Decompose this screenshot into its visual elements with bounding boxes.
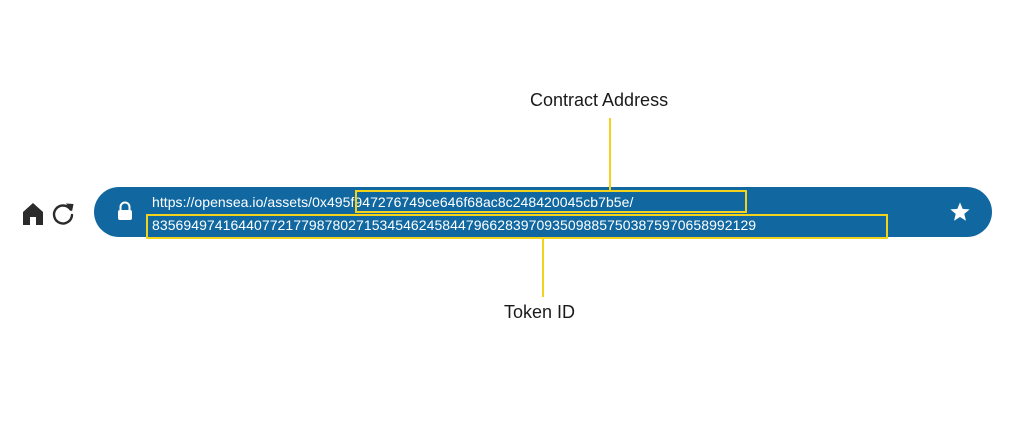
reload-icon[interactable] xyxy=(50,201,76,227)
token-id-label: Token ID xyxy=(504,302,576,322)
token-id-highlight xyxy=(146,214,888,239)
contract-address-highlight xyxy=(355,190,747,213)
url-separator: / xyxy=(629,194,634,210)
token-id-leader-line xyxy=(542,239,544,297)
contract-address-label: Contract Address xyxy=(530,90,669,110)
contract-address: 0x495f947276749ce646f68ac8c248420045cb7b… xyxy=(312,194,630,210)
home-icon[interactable] xyxy=(22,202,44,226)
token-id: 8356949741644077217798780271534546245844… xyxy=(152,217,757,233)
lock-icon xyxy=(118,201,132,220)
contract-address-leader-line xyxy=(609,118,611,190)
url-text-line-1: https://opensea.io/assets/0x495f94727674… xyxy=(152,193,633,211)
url-prefix: https://opensea.io/assets/ xyxy=(152,194,313,210)
star-icon[interactable] xyxy=(949,201,971,223)
